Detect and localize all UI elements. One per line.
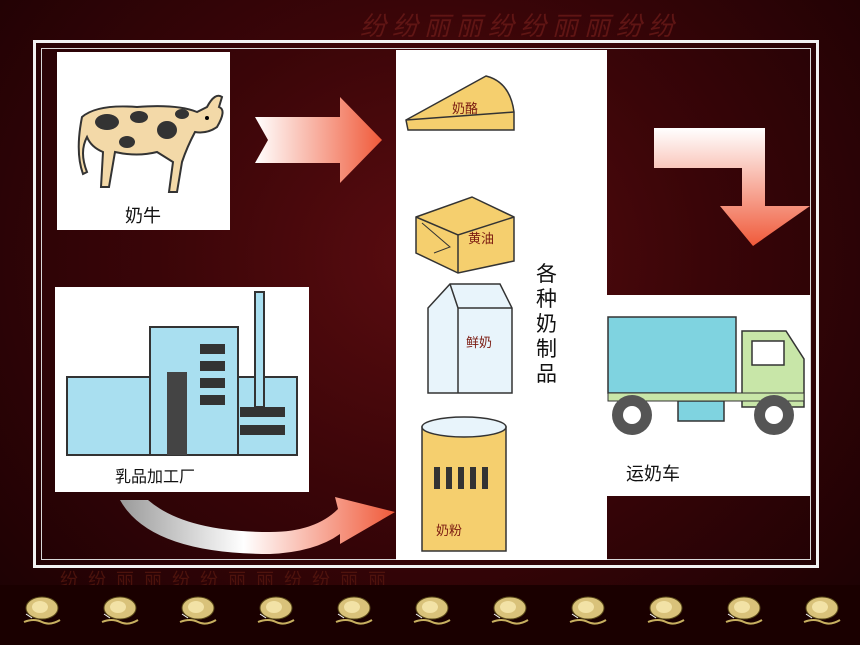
header-decoration: 纷纷丽丽纷纷丽丽纷纷 bbox=[360, 12, 681, 40]
outer-frame bbox=[33, 40, 819, 568]
cow-icon bbox=[77, 94, 224, 193]
cow-card: 奶牛 bbox=[57, 52, 230, 230]
products-heading: 各种奶制品 bbox=[536, 262, 557, 386]
down-arrow-icon bbox=[654, 128, 810, 246]
truck-icon bbox=[607, 316, 805, 435]
cheese-label: 奶酪 bbox=[452, 102, 479, 117]
right-arrow-icon bbox=[255, 97, 382, 183]
cheese-icon bbox=[405, 75, 515, 131]
milk-powder-can-icon bbox=[421, 416, 507, 552]
products-panel: 奶酪 黄油 鲜奶 奶粉 各种奶制品 bbox=[396, 50, 607, 560]
curved-arrow-icon bbox=[120, 497, 395, 554]
butter-label: 黄油 bbox=[468, 232, 495, 247]
factory-label: 乳品加工厂 bbox=[115, 467, 196, 486]
milk-powder-label: 奶粉 bbox=[436, 524, 463, 539]
milk-label: 鲜奶 bbox=[466, 336, 493, 351]
truck-card: 运奶车 bbox=[606, 295, 810, 496]
cow-label: 奶牛 bbox=[125, 206, 161, 227]
butter-icon bbox=[415, 196, 515, 274]
truck-label: 运奶车 bbox=[626, 464, 680, 485]
milk-carton-icon bbox=[427, 283, 513, 394]
flower-border-icon bbox=[23, 596, 841, 625]
factory-icon bbox=[66, 291, 298, 456]
factory-card: 乳品加工厂 bbox=[55, 287, 309, 492]
bottom-decoration: 纷纷丽丽纷纷丽丽纷纷丽丽 bbox=[60, 570, 396, 586]
